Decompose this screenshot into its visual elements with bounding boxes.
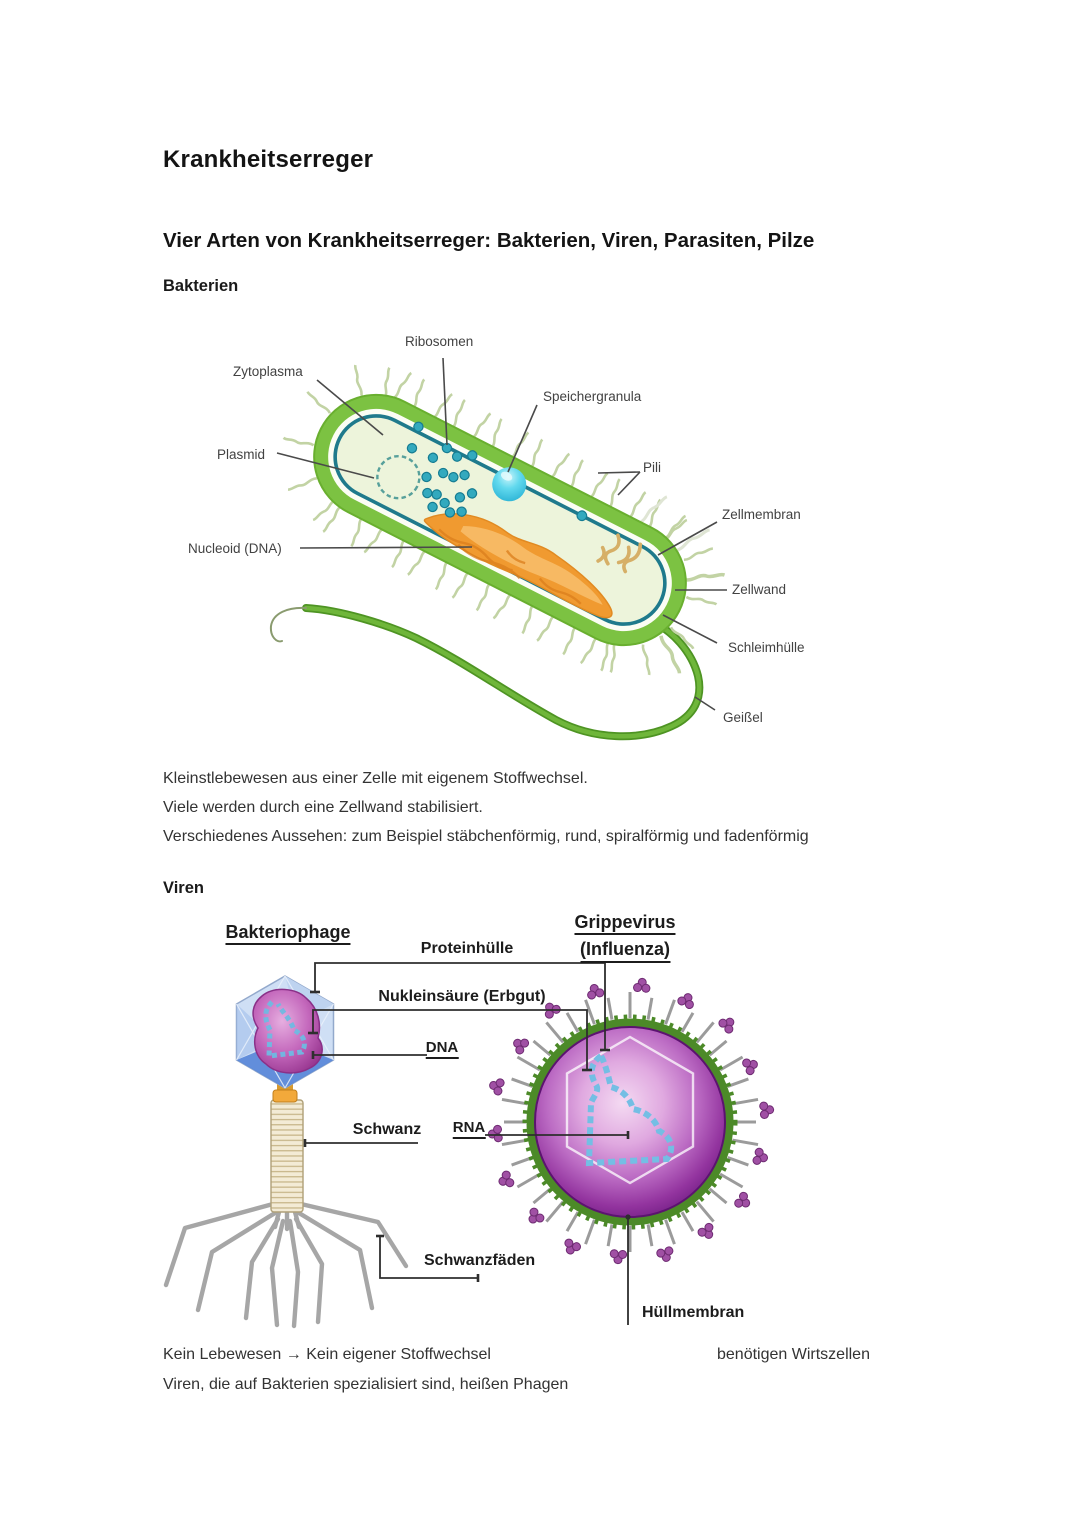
label-proteinhuelle: Proteinhülle [420,940,514,957]
bacterium-flagellum [269,604,704,741]
label-speichergranula: Speichergranula [543,389,642,404]
phage-legs [163,1201,409,1329]
rna-strand [585,1053,675,1167]
bacterium-label-lines [276,357,727,711]
label-nukleinsaeure: Nukleinsäure (Erbgut) [378,988,546,1005]
label-ribosomen: Ribosomen [405,334,474,349]
label-plasmid: Plasmid [217,447,266,462]
label-schwanz: Schwanz [352,1121,422,1138]
phage-illustration [163,975,409,1329]
label-pili: Pili [643,460,662,475]
page-title: Krankheitserreger [163,146,374,173]
bacterium-cell [281,363,727,677]
label-schwanzfaeden: Schwanzfäden [424,1252,536,1269]
viren-heading: Viren [163,879,204,897]
label-zellwand: Zellwand [732,582,787,597]
bakterien-text-line1: Kleinstlebewesen aus einer Zelle mit eig… [163,770,588,787]
bakterien-text-line3: Verschiedenes Aussehen: zum Beispiel stä… [163,828,809,845]
label-dna: DNA [425,1039,459,1059]
label-zellmembran: Zellmembran [722,507,801,522]
viren-text-line1-left: Kein Lebewesen → Kein eigener Stoffwechs… [163,1346,491,1363]
label-schleimhuelle: Schleimhülle [728,640,805,655]
influenza-illustration [487,977,775,1265]
viren-text-line1-right: benötigen Wirtszellen [717,1346,870,1363]
page-subtitle: Vier Arten von Krankheitserreger: Bakter… [163,229,815,252]
label-grippevirus: Grippevirus (Influenza) [574,912,676,963]
label-geissel: Geißel [723,710,763,725]
bakterien-heading: Bakterien [163,277,239,295]
label-rna: RNA [452,1119,486,1139]
virus-label-lines [303,962,631,1325]
label-zytoplasma: Zytoplasma [233,364,303,379]
label-bakteriophage: Bakteriophage [225,922,351,945]
label-nucleoid: Nucleoid (DNA) [188,541,282,556]
viren-text-line2: Viren, die auf Bakterien spezialisiert s… [163,1376,569,1393]
bakterien-text-line2: Viele werden durch eine Zellwand stabili… [163,799,483,816]
label-huellmembran: Hüllmembran [642,1304,745,1321]
